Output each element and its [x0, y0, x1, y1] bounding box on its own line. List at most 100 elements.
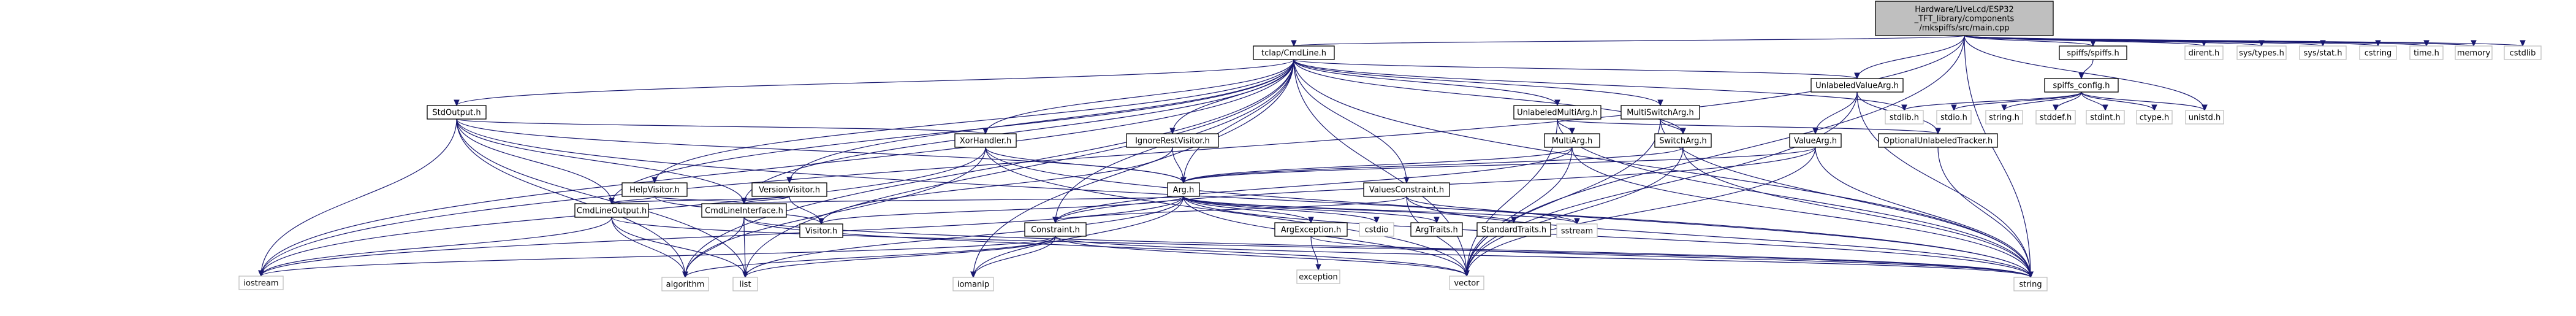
node-cmdlineinterface[interactable]: CmdLineInterface.h — [701, 203, 787, 218]
node-label: cstdio — [1365, 226, 1389, 235]
node-multiswitch[interactable]: MultiSwitchArg.h — [1620, 105, 1700, 120]
node-arg[interactable]: Arg.h — [1167, 182, 1200, 197]
edge-line — [985, 59, 1294, 134]
edge-line — [1964, 35, 2523, 47]
node-ctypeh: ctype.h — [2136, 110, 2173, 125]
edge-line — [260, 59, 1294, 277]
node-spiffs_config[interactable]: spiffs_config.h — [2044, 78, 2119, 93]
edge-valuesconstraint-to-constraint — [1052, 196, 1407, 224]
node-box — [1024, 222, 1087, 237]
edge-line — [611, 196, 790, 204]
node-label: iostream — [243, 279, 278, 288]
node-sstream: sstream — [1556, 223, 1598, 238]
node-algorithm: algorithm — [661, 277, 709, 291]
edge-line — [1183, 147, 1816, 183]
edge-valuearg-to-arg — [1180, 147, 1816, 184]
edge-line — [1293, 59, 1858, 79]
edge-constraint-to-vector — [1055, 236, 1470, 277]
node-argtraits[interactable]: ArgTraits.h — [1410, 222, 1463, 237]
node-label: stdio.h — [1940, 114, 1967, 123]
edge-stdout-to-cmdlineinterface — [456, 118, 747, 205]
node-label: ctype.h — [2140, 114, 2170, 123]
edge-line — [456, 118, 746, 278]
node-spiffs_h[interactable]: spiffs/spiffs.h — [2059, 45, 2127, 60]
node-label: IgnoreRestVisitor.h — [1135, 137, 1210, 146]
edge-line — [985, 147, 1184, 183]
edge-line — [1557, 118, 1939, 134]
node-valuearg[interactable]: ValueArg.h — [1789, 133, 1842, 148]
node-versionvisitor[interactable]: VersionVisitor.h — [751, 182, 827, 197]
edge-line — [789, 196, 822, 225]
edge-line — [1466, 147, 1816, 277]
edge-arrowhead — [2001, 104, 2007, 112]
node-unlabeledmulti[interactable]: UnlabeledMultiArg.h — [1513, 105, 1601, 120]
edge-line — [260, 196, 1184, 277]
node-cmdline[interactable]: tclap/CmdLine.h — [1253, 45, 1335, 60]
node-switcharg[interactable]: SwitchArg.h — [1654, 133, 1712, 148]
node-visitor[interactable]: Visitor.h — [799, 223, 843, 238]
edge-line — [1557, 118, 2031, 278]
edge-arrowhead — [1180, 177, 1187, 184]
node-argexception[interactable]: ArgException.h — [1274, 222, 1348, 237]
edge-spiffs_config-to-unistdh — [2081, 91, 2208, 112]
edge-valuearg-to-vector — [1464, 147, 1816, 277]
node-label: algorithm — [666, 280, 705, 290]
edge-line — [1310, 236, 2031, 278]
node-label: cstdlib — [2510, 49, 2536, 58]
node-standardtraits[interactable]: StandardTraits.h — [1476, 222, 1551, 237]
node-box — [2013, 277, 2048, 291]
edge-line — [611, 217, 2031, 278]
node-box — [574, 203, 649, 218]
edge-arrowhead — [1291, 40, 1297, 47]
node-vector: vector — [1449, 276, 1484, 290]
node-cstdlib: cstdlib — [2504, 45, 2542, 60]
node-box — [1274, 222, 1348, 237]
node-cmdlineoutput[interactable]: CmdLineOutput.h — [574, 203, 649, 218]
node-valuesconstraint[interactable]: ValuesConstraint.h — [1363, 182, 1450, 197]
edge-versionvisitor-to-visitor — [789, 196, 824, 225]
edge-root-to-cmdline — [1291, 35, 1965, 47]
node-root[interactable]: Hardware/LiveLcd/ESP32_TFT_library/compo… — [1875, 1, 2054, 36]
node-box — [2359, 45, 2397, 60]
node-exception: exception — [1296, 269, 1340, 284]
edge-unlabeledvalue-to-valuearg — [1812, 91, 1858, 135]
node-label: MultiSwitchArg.h — [1627, 109, 1693, 118]
edge-arrowhead — [2102, 104, 2108, 112]
node-label: Visitor.h — [805, 227, 837, 236]
node-box — [1654, 133, 1712, 148]
node-box — [1410, 222, 1463, 237]
edge-line — [260, 236, 1056, 277]
node-label: dirent.h — [2189, 49, 2220, 58]
node-helpvisitor[interactable]: HelpVisitor.h — [621, 182, 688, 197]
node-box — [2504, 45, 2542, 60]
node-stdout[interactable]: StdOutput.h — [427, 105, 487, 120]
edge-arrowhead — [2053, 104, 2059, 112]
node-unlabeledvalue[interactable]: UnlabeledValueArg.h — [1810, 78, 1904, 93]
edge-line — [2081, 91, 2205, 111]
node-ignorerest[interactable]: IgnoreRestVisitor.h — [1126, 133, 1219, 148]
edge-line — [456, 118, 1184, 183]
node-box — [2136, 110, 2173, 125]
node-optunlabeled[interactable]: OptionalUnlabeledTracker.h — [1878, 133, 1998, 148]
edge-arrowhead — [1812, 128, 1818, 135]
node-dirent: dirent.h — [2184, 45, 2224, 60]
node-multiarg[interactable]: MultiArg.h — [1544, 133, 1600, 148]
edge-line — [973, 196, 1184, 278]
node-label: time.h — [2414, 49, 2439, 58]
edge-arrowhead — [2202, 104, 2208, 112]
edge-unlabeledmulti-to-optunlabeled — [1557, 118, 1941, 135]
node-label: stddef.h — [2040, 114, 2072, 123]
node-constraint[interactable]: Constraint.h — [1024, 222, 1087, 237]
edge-spiffs_config-to-stringh — [2001, 91, 2082, 112]
node-box — [1359, 222, 1394, 237]
edge-line — [1406, 196, 1578, 225]
edge-line — [1183, 59, 1294, 183]
node-layer: Hardware/LiveLcd/ESP32_TFT_library/compo… — [238, 1, 2542, 291]
edge-line — [1466, 91, 1858, 277]
edge-arrowhead — [682, 271, 688, 279]
edge-arrowhead — [1680, 128, 1686, 135]
edge-line — [260, 118, 457, 277]
edge-line — [1815, 91, 1858, 134]
node-xorhandler[interactable]: XorHandler.h — [954, 133, 1017, 148]
edge-arrowhead — [786, 177, 792, 184]
